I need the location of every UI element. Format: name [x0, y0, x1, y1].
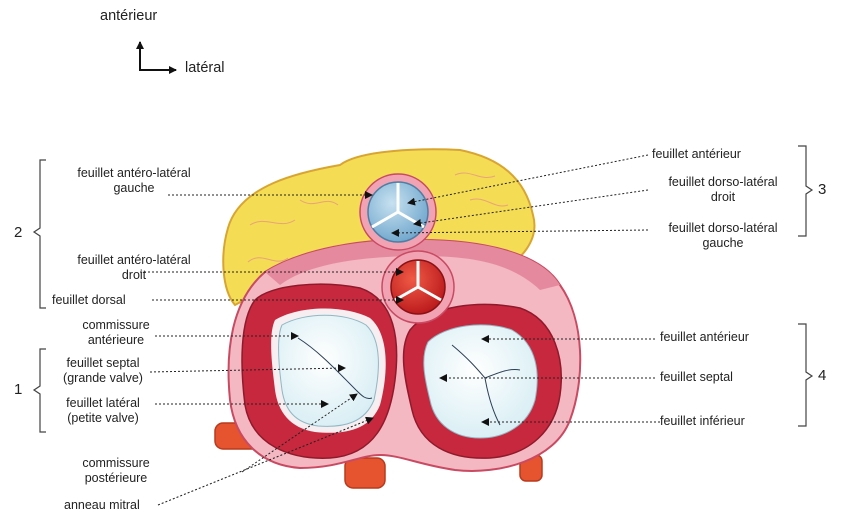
- label-aortic-anterolateral-right: feuillet antéro-latéral droit: [48, 253, 220, 283]
- group-number-1: 1: [14, 381, 22, 398]
- label-pulmonary-dorsolateral-right: feuillet dorso-latéral droit: [645, 175, 801, 205]
- axis-lateral-label: latéral: [185, 60, 225, 76]
- group-number-4: 4: [818, 367, 826, 384]
- group-number-3: 3: [818, 181, 826, 198]
- label-tricuspid-anterior: feuillet antérieur: [660, 330, 749, 345]
- tricuspid-ring: [404, 304, 562, 458]
- aortic-valve: [382, 251, 454, 323]
- label-tricuspid-inferior: feuillet inférieur: [660, 414, 745, 429]
- label-tricuspid-septal: feuillet septal: [660, 370, 733, 385]
- label-aortic-dorsal: feuillet dorsal: [52, 293, 126, 308]
- orientation-axes: [139, 42, 176, 70]
- label-mitral-lateral: feuillet latéral (petite valve): [48, 396, 158, 426]
- pulmonary-valve: [360, 174, 436, 250]
- label-pulmonary-dorsolateral-left: feuillet dorso-latéral gauche: [645, 221, 801, 251]
- mitral-ring: [242, 284, 397, 458]
- label-commissure-posterior: commissure postérieure: [48, 456, 184, 486]
- label-mitral-septal: feuillet septal (grande valve): [48, 356, 158, 386]
- label-aortic-anterolateral-left: feuillet antéro-latéral gauche: [48, 166, 220, 196]
- group-number-2: 2: [14, 224, 22, 241]
- label-mitral-ring: anneau mitral: [64, 498, 140, 513]
- label-pulmonary-anterior: feuillet antérieur: [652, 147, 741, 162]
- label-commissure-anterior: commissure antérieure: [48, 318, 184, 348]
- axis-anterior-label: antérieur: [100, 8, 157, 24]
